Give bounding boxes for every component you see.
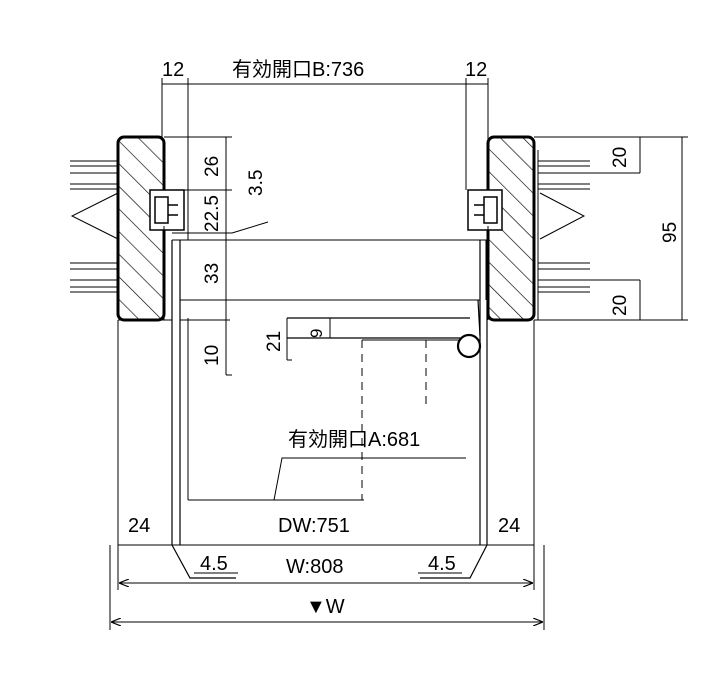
right-bevel-dim: 4.5 bbox=[428, 553, 456, 575]
dw-label: DW:751 bbox=[278, 515, 350, 537]
dim-26: 26 bbox=[202, 156, 223, 177]
top-dimension bbox=[161, 78, 489, 240]
right-jamb-dim: 24 bbox=[498, 515, 520, 537]
hinge-detail bbox=[287, 299, 482, 500]
dim-20-top: 20 bbox=[610, 147, 631, 168]
left-vertical-dimensions bbox=[164, 136, 292, 376]
dim-3-5: 3.5 bbox=[246, 170, 267, 196]
bottom-dimensions bbox=[109, 540, 545, 630]
opening-a-leader bbox=[187, 318, 466, 501]
dim-21: 21 bbox=[264, 331, 285, 352]
dim-22-5: 22.5 bbox=[202, 195, 223, 232]
dim-33: 33 bbox=[202, 263, 223, 284]
left-jamb-dim: 24 bbox=[128, 515, 150, 537]
right-vertical-dimensions bbox=[534, 136, 688, 321]
right-stile-dim: 12 bbox=[465, 59, 487, 81]
dim-20-bottom: 20 bbox=[610, 295, 631, 316]
dim-10: 10 bbox=[202, 345, 223, 366]
dim-95: 95 bbox=[660, 222, 681, 243]
opening-a-label: 有効開口A:681 bbox=[288, 428, 420, 451]
left-stop-profile bbox=[149, 189, 185, 231]
dim-9: 9 bbox=[307, 329, 326, 338]
right-wall bbox=[537, 150, 590, 320]
opening-b-label: 有効開口B:736 bbox=[232, 58, 364, 81]
left-stile-dim: 12 bbox=[162, 59, 184, 81]
left-bevel-dim: 4.5 bbox=[200, 553, 228, 575]
right-stop-profile bbox=[467, 189, 503, 231]
w-label: W:808 bbox=[286, 556, 343, 578]
left-wall bbox=[70, 160, 119, 293]
w-mark-label: ▼W bbox=[306, 596, 345, 618]
